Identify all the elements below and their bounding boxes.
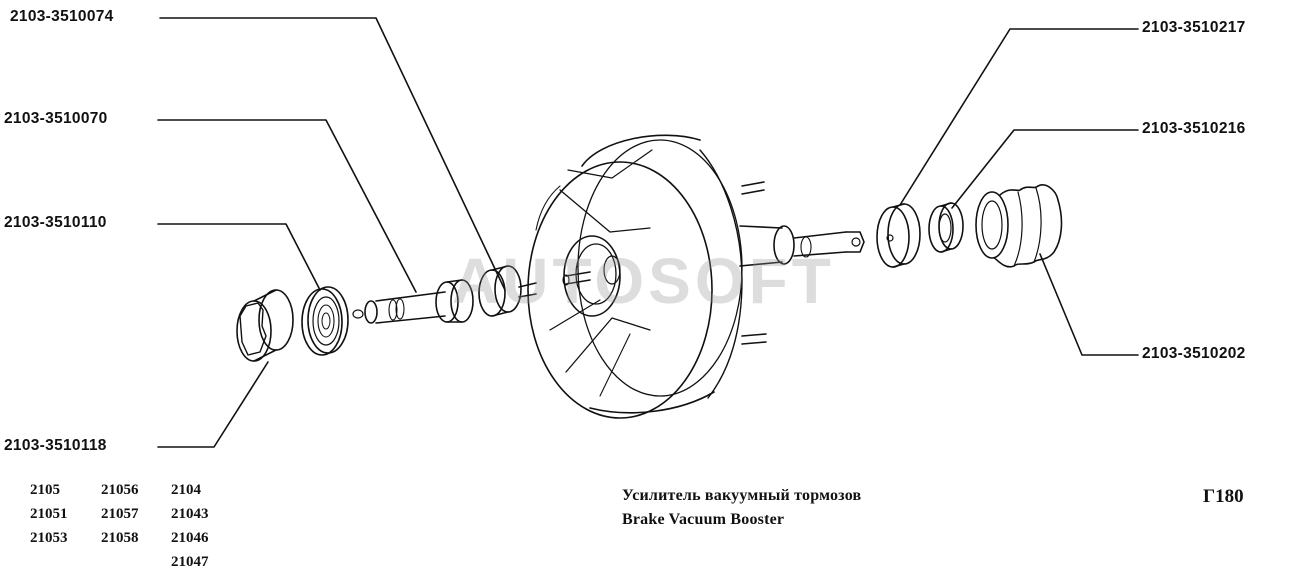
- filter-disc-part: [301, 286, 364, 356]
- valve-pushrod-part: [364, 279, 474, 324]
- leader-line-p4: [157, 361, 269, 448]
- sheet-code: Г180: [1203, 486, 1244, 507]
- part-label-p7: 2103-3510202: [1142, 345, 1246, 362]
- leader-lines: [157, 17, 1139, 448]
- model-item: 21058: [101, 530, 139, 546]
- model-item: 2105: [30, 482, 60, 498]
- model-item: 21043: [171, 506, 209, 522]
- cap-part: [236, 289, 294, 362]
- leader-line-p2: [157, 119, 417, 293]
- caption-russian: Усилитель вакуумный тормозов: [622, 487, 862, 504]
- booster-housing: [527, 134, 865, 419]
- protective-boot-part: [975, 184, 1063, 268]
- model-item: 21051: [30, 506, 68, 522]
- part-label-p5: 2103-3510217: [1142, 19, 1246, 36]
- part-label-p1: 2103-3510074: [10, 8, 114, 25]
- caption-english: Brake Vacuum Booster: [622, 511, 785, 528]
- model-item: 21047: [171, 554, 209, 570]
- seal-ring-part: [928, 202, 964, 253]
- model-item: 2104: [171, 482, 201, 498]
- leader-line-p6: [951, 129, 1139, 209]
- leader-line-p7: [1039, 253, 1139, 356]
- model-item: 21057: [101, 506, 139, 522]
- model-item: 21056: [101, 482, 139, 498]
- part-label-p2: 2103-3510070: [4, 110, 108, 127]
- model-item: 21046: [171, 530, 209, 546]
- part-label-p3: 2103-3510110: [4, 214, 107, 231]
- part-label-p6: 2103-3510216: [1142, 120, 1246, 137]
- model-item: 21053: [30, 530, 68, 546]
- cover-cap-part: [876, 203, 921, 268]
- watermark-text: AUTOSOFT: [452, 245, 835, 317]
- leader-line-p1: [159, 17, 506, 291]
- leader-line-p5: [899, 28, 1139, 206]
- leader-line-p3: [157, 223, 321, 291]
- part-label-p4: 2103-3510118: [4, 437, 107, 454]
